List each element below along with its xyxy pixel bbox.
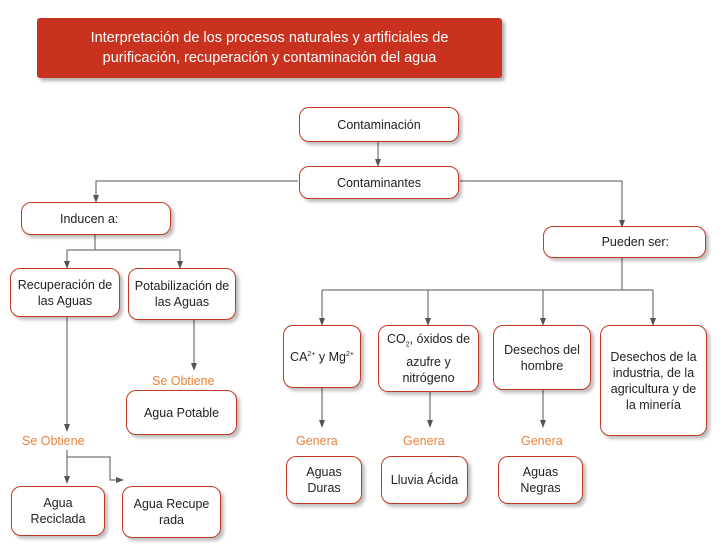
diagram-title: Interpretación de los procesos naturales… (37, 18, 502, 78)
line-obtiene-recuperada (67, 456, 124, 483)
node-pueden: Pueden ser: (543, 226, 706, 258)
diagram-title-text: Interpretación de los procesos naturales… (90, 30, 449, 66)
node-agua-reciclada: Agua Reciclada (11, 486, 105, 536)
node-aguas-duras: Aguas Duras (286, 456, 362, 504)
line-inducen-potabilizacion (95, 249, 183, 269)
node-recuperacion: Recuperación de las Aguas (10, 268, 120, 317)
line-contaminantes-inducen (93, 180, 298, 203)
node-co2: CO2, óxidos de azufre y nitrógeno (378, 325, 479, 392)
node-inducen: Inducen a: (21, 202, 171, 235)
node-desechos-industria: Desechos de la industria, de la agricult… (600, 325, 707, 436)
line-inducen-recuperacion (64, 249, 95, 269)
node-ca-mg: CA2+ y Mg2+ (283, 325, 361, 388)
label-se-obtiene-recuperacion: Se Obtiene (22, 434, 85, 448)
label-se-obtiene-potable: Se Obtiene (152, 374, 215, 388)
label-genera-3: Genera (521, 434, 563, 448)
node-contaminacion: Contaminación (299, 107, 459, 142)
label-genera-1: Genera (296, 434, 338, 448)
label-genera-2: Genera (403, 434, 445, 448)
node-agua-recuperada: Agua Recuperada (122, 486, 221, 538)
node-potabilizacion: Potabilización de las Aguas (128, 268, 236, 320)
node-agua-potable: Agua Potable (126, 390, 237, 435)
node-contaminantes: Contaminantes (299, 166, 459, 199)
node-lluvia-acida: Lluvia Ácida (381, 456, 468, 504)
node-desechos-hombre: Desechos del hombre (493, 325, 591, 390)
node-aguas-negras: Aguas Negras (498, 456, 583, 504)
line-contaminantes-pueden (460, 180, 625, 228)
